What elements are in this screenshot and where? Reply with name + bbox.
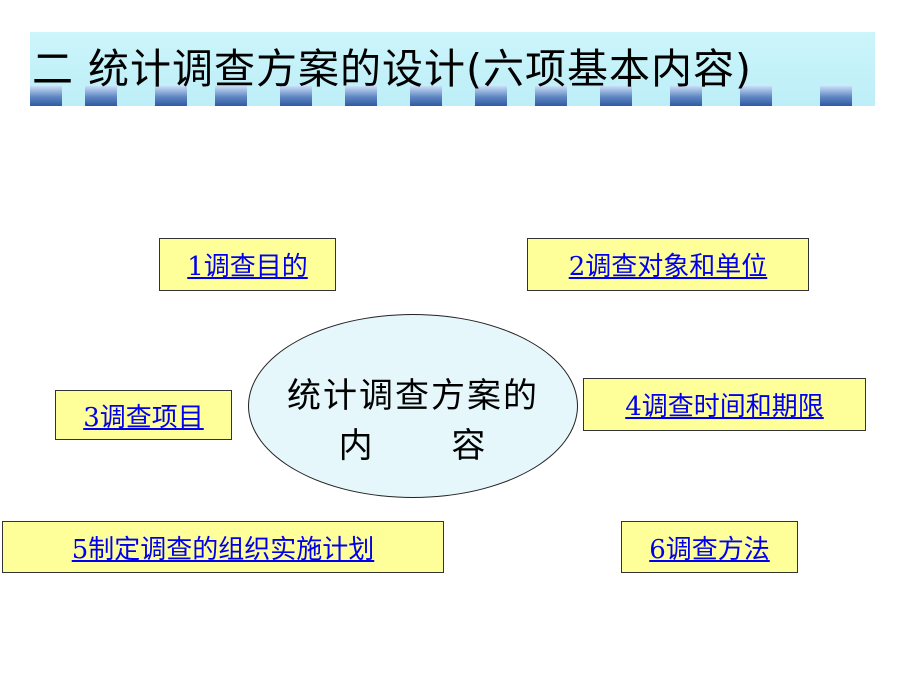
- item-1-survey-purpose: 1调查目的: [159, 238, 336, 291]
- item-5-organization-plan: 5制定调查的组织实施计划: [2, 521, 444, 573]
- center-ellipse: [248, 314, 578, 498]
- item-2-survey-object-unit: 2调查对象和单位: [527, 238, 809, 291]
- item-4-link[interactable]: 4调查时间和期限: [625, 392, 824, 422]
- decorative-tile-strip: [30, 86, 875, 106]
- item-5-link[interactable]: 5制定调查的组织实施计划: [71, 534, 375, 565]
- item-4-survey-time-period: 4调查时间和期限: [583, 378, 866, 431]
- item-1-link[interactable]: 1调查目的: [187, 252, 308, 282]
- slide-title: 二 统计调查方案的设计(六项基本内容): [32, 45, 753, 93]
- item-6-link[interactable]: 6调查方法: [649, 534, 770, 565]
- item-2-link[interactable]: 2调查对象和单位: [568, 252, 768, 282]
- item-3-link[interactable]: 3调查项目: [83, 402, 204, 433]
- item-6-survey-method: 6调查方法: [621, 521, 798, 573]
- center-text-line-2: 内 容: [338, 426, 488, 466]
- item-3-survey-items: 3调查项目: [55, 390, 232, 440]
- center-text-line-1: 统计调查方案的: [287, 376, 539, 416]
